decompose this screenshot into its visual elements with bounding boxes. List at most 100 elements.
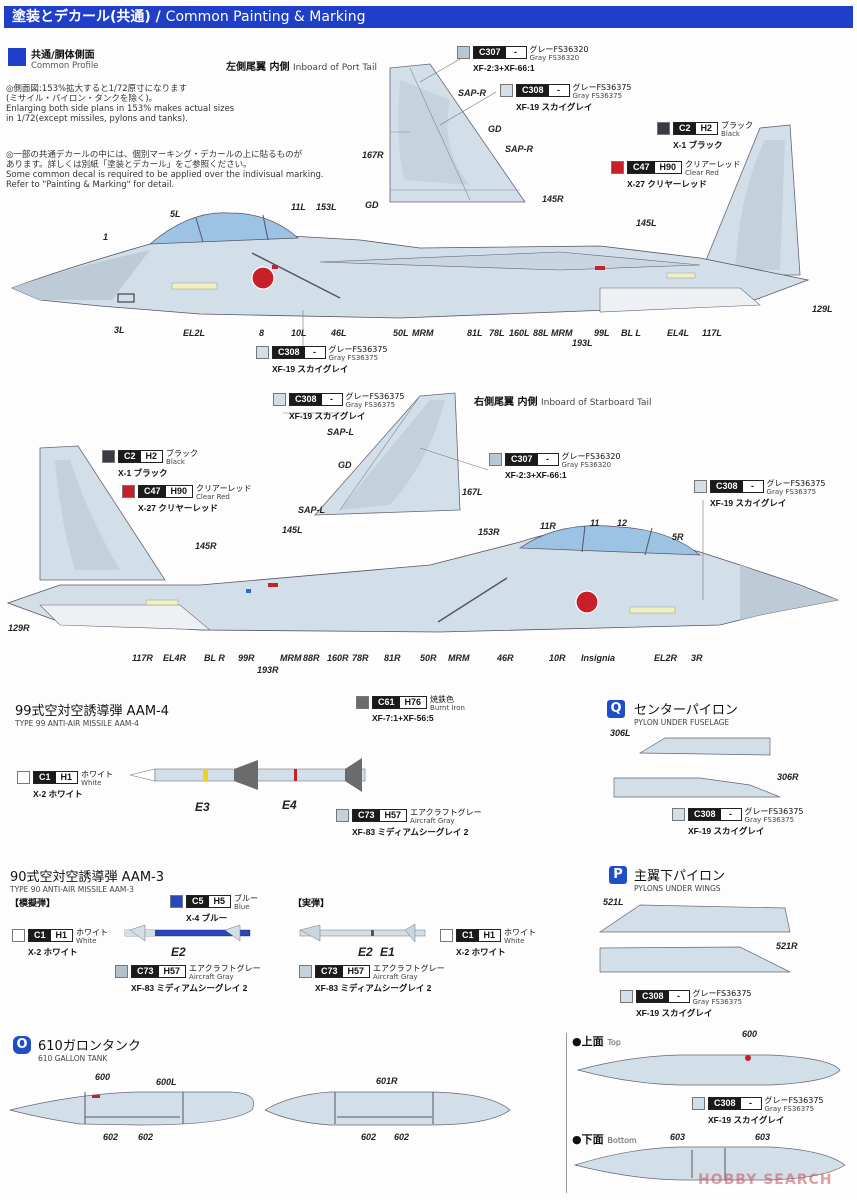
tank-o-badge: O bbox=[13, 1036, 31, 1054]
callout-label: 1 bbox=[103, 232, 109, 242]
aam3-title-en: TYPE 90 ANTI-AIR MISSILE AAM-3 bbox=[10, 885, 134, 894]
callout-label: 3R bbox=[691, 653, 703, 663]
callout-label: 602 bbox=[361, 1132, 377, 1142]
starboard-tail-title-jp: 右側尾翼 内側 bbox=[474, 397, 538, 408]
callout-label: 46R bbox=[497, 653, 514, 663]
right-profile-tail bbox=[39, 445, 166, 581]
note-text: in 1/72(except missiles, pylons and tank… bbox=[6, 114, 188, 124]
pylon-p-badge: P bbox=[609, 866, 627, 884]
callout-label: 602 bbox=[138, 1132, 154, 1142]
callout-label: 145R bbox=[542, 194, 564, 204]
tank-bottom-view-title: ●下面 Bottom bbox=[572, 1133, 637, 1146]
callout-label: 129L bbox=[812, 304, 833, 314]
callout-label: GD bbox=[488, 124, 502, 134]
callout-label: 160L bbox=[509, 328, 530, 338]
callout-label: E2 bbox=[171, 945, 186, 959]
pylon-p-title-jp: 主翼下パイロン bbox=[634, 869, 726, 884]
callout-label: Insignia bbox=[581, 653, 616, 663]
header-title-en: Common Painting & Marking bbox=[165, 9, 366, 25]
note-text: あります。詳しくは別紙「塗装とデカール」をご参照ください。 bbox=[6, 160, 252, 170]
starboard-tail-title-en: Inboard of Starboard Tail bbox=[540, 398, 652, 408]
aam4-title-en: TYPE 99 ANTI-AIR MISSILE AAM-4 bbox=[15, 719, 139, 728]
callout-label: E4 bbox=[282, 798, 297, 812]
aam3-live-missile bbox=[299, 923, 426, 943]
note-text: ◎側面図:153%拡大すると1/72原寸になります bbox=[6, 84, 188, 94]
callout-label: 601R bbox=[376, 1076, 398, 1086]
aam3-live-label: 【実弾】 bbox=[293, 899, 330, 909]
tank-top-view-drawing bbox=[576, 1054, 841, 1086]
pylon-p-drawing bbox=[598, 904, 791, 973]
callout-label: 603 bbox=[755, 1132, 771, 1142]
callout-label: 600 bbox=[742, 1029, 758, 1039]
callout-label: 99L bbox=[594, 328, 610, 338]
callout-label: 145L bbox=[636, 218, 657, 228]
callout-label: 11L bbox=[291, 202, 306, 212]
aam4-title-jp: 99式空対空誘導弾 AAM-4 bbox=[15, 704, 170, 719]
callout-label: SAP-L bbox=[327, 427, 354, 437]
callout-label: SAP-L bbox=[298, 505, 325, 515]
callout-label: 145R bbox=[195, 541, 217, 551]
tank-o-title: 610ガロンタンク 610 GALLON TANK bbox=[38, 1035, 141, 1063]
callout-label: E1 bbox=[380, 945, 395, 959]
callout-label: 117R bbox=[132, 653, 153, 663]
callout-label: 88R bbox=[303, 653, 320, 663]
callout-label: 99R bbox=[238, 653, 255, 663]
callout-label: 306R bbox=[777, 772, 799, 782]
callout-label: BL R bbox=[204, 653, 225, 663]
header-title-jp: 塗装とデカール(共通) bbox=[12, 9, 151, 25]
pylon-p-title: 主翼下パイロン PYLONS UNDER WINGS bbox=[634, 865, 725, 893]
note-text: Refer to "Painting & Marking" for detail… bbox=[6, 180, 175, 190]
callout-label: 88L bbox=[533, 328, 549, 338]
callout-label: 50R bbox=[420, 653, 437, 663]
callout-label: 78L bbox=[489, 328, 505, 338]
callout-label: 81L bbox=[467, 328, 483, 338]
callout-label: 50L bbox=[393, 328, 409, 338]
pylon-p-title-en: PYLONS UNDER WINGS bbox=[634, 884, 721, 893]
callout-label: EL4L bbox=[667, 328, 690, 338]
note-text: Some common decal is required to be appl… bbox=[6, 170, 324, 180]
port-tail-drawing bbox=[389, 63, 526, 203]
profile-section-title: 共通/胴体側面 Common Profile bbox=[31, 46, 98, 71]
aam4-title: 99式空対空誘導弾 AAM-4 TYPE 99 ANTI-AIR MISSILE… bbox=[15, 700, 169, 728]
callout-label: 167R bbox=[362, 150, 384, 160]
tank-top-view-title: ●上面 Top bbox=[572, 1035, 621, 1048]
callout-label: 306L bbox=[610, 728, 631, 738]
tank-left-drawing bbox=[9, 1091, 254, 1126]
starboard-tail-title: 右側尾翼 内側 Inboard of Starboard Tail bbox=[474, 393, 652, 408]
callout-label: 193R bbox=[257, 665, 279, 675]
callout-label: GD bbox=[365, 200, 379, 210]
note-decal: ◎一部の共通デカールの中には、個別マーキング・デカールの上に貼るものが あります… bbox=[6, 150, 386, 190]
callout-label: EL2L bbox=[183, 328, 206, 338]
profile-title-jp: 共通/胴体側面 bbox=[31, 50, 95, 61]
starboard-tail-drawing bbox=[314, 392, 461, 516]
callout-label: MRM bbox=[280, 653, 302, 663]
callout-label: 153R bbox=[478, 527, 500, 537]
callout-label: GD bbox=[338, 460, 352, 470]
callout-label: 145L bbox=[282, 525, 303, 535]
aam3-title: 90式空対空誘導弾 AAM-3 TYPE 90 ANTI-AIR MISSILE… bbox=[10, 866, 164, 894]
port-tail-title-jp: 左側尾翼 内側 bbox=[226, 62, 290, 73]
callout-label: 11 bbox=[590, 518, 600, 528]
note-text: (ミサイル・パイロン・タンクを除く)。 bbox=[6, 94, 158, 104]
callout-label: EL4R bbox=[163, 653, 187, 663]
callout-label: 3L bbox=[114, 325, 125, 335]
callout-label: 602 bbox=[103, 1132, 119, 1142]
callout-label: 8 bbox=[259, 328, 265, 338]
callout-label: MRM bbox=[448, 653, 470, 663]
right-profile-aircraft bbox=[6, 525, 840, 633]
callout-label: EL2R bbox=[654, 653, 678, 663]
note-text: Enlarging both side plans in 153% makes … bbox=[6, 104, 235, 114]
aam3-dummy-missile bbox=[124, 924, 251, 942]
aam3-dummy-label: 【模擬弾】 bbox=[10, 899, 56, 909]
callout-label: SAP-R bbox=[505, 144, 534, 154]
section-marker-square bbox=[8, 48, 26, 66]
